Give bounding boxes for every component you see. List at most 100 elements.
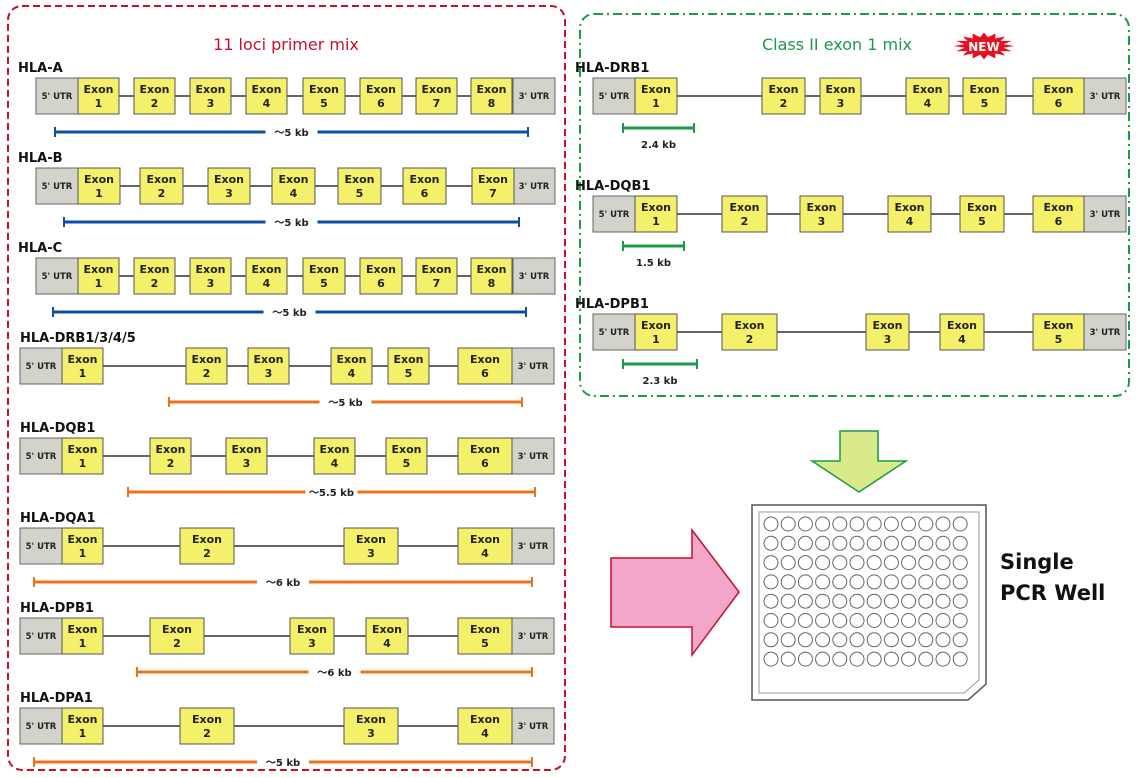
right-3-utr3-label: 3' UTR bbox=[1090, 328, 1121, 338]
left-1-exon-box-6 bbox=[359, 77, 403, 115]
plate-well bbox=[763, 516, 779, 532]
left-6-locus-name: HLA-DQA1 bbox=[20, 511, 96, 526]
right-2-exon-number-2: 2 bbox=[741, 215, 749, 228]
right-3-utr5-box bbox=[592, 313, 636, 351]
left-4-exon-box-5 bbox=[387, 347, 430, 385]
left-5-exon-box-4 bbox=[313, 437, 356, 475]
right-2-exon-box-6 bbox=[1032, 195, 1085, 233]
plate-well bbox=[901, 555, 917, 571]
left-2-exon-label-6: Exon bbox=[410, 173, 440, 186]
plate-well bbox=[901, 651, 917, 667]
right-1-exon-box-1 bbox=[634, 77, 678, 115]
left-2-exon-box-5 bbox=[337, 167, 382, 205]
left-8-exon-number-3: 3 bbox=[367, 727, 375, 740]
left-1-exon-number-2: 2 bbox=[151, 97, 159, 110]
plate-well bbox=[849, 555, 865, 571]
right-3-exon-number-5: 5 bbox=[1055, 333, 1063, 346]
plate-well bbox=[952, 555, 968, 571]
left-4-exon-label-1: Exon bbox=[68, 353, 98, 366]
right-2-exon-number-3: 3 bbox=[818, 215, 826, 228]
left-3-utr3-label: 3' UTR bbox=[519, 272, 550, 282]
plate-well bbox=[763, 555, 779, 571]
left-2-locus-name: HLA-B bbox=[18, 151, 63, 166]
left-8-utr3-box bbox=[511, 707, 555, 745]
right-2-exon-box-3 bbox=[799, 195, 844, 233]
pcr-label-line1: Single bbox=[1000, 550, 1074, 574]
plate-well bbox=[866, 593, 882, 609]
left-2-exon-label-5: Exon bbox=[345, 173, 375, 186]
plate-well bbox=[780, 593, 796, 609]
right-1-amplicon-label: 2.4 kb bbox=[641, 140, 676, 151]
plate-well bbox=[883, 574, 899, 590]
left-1-locus-name: HLA-A bbox=[18, 61, 63, 76]
left-3-exon-box-3 bbox=[189, 257, 232, 295]
right-3-exon-label-5: Exon bbox=[1044, 319, 1074, 332]
left-5-exon-box-2 bbox=[149, 437, 192, 475]
left-6-utr5-label: 5' UTR bbox=[26, 542, 57, 552]
plate-well bbox=[763, 535, 779, 551]
plate-well bbox=[780, 613, 796, 628]
left-3-exon-box-7 bbox=[415, 257, 458, 295]
plate-well bbox=[832, 535, 848, 551]
left-5-exon-number-1: 1 bbox=[79, 457, 87, 470]
left-2-exon-box-3 bbox=[207, 167, 251, 205]
plate-well bbox=[935, 613, 951, 628]
plate-well bbox=[832, 632, 848, 648]
left-8-utr3-label: 3' UTR bbox=[518, 722, 549, 732]
left-1-exon-number-5: 5 bbox=[320, 97, 328, 110]
right-2-exon-label-6: Exon bbox=[1044, 201, 1074, 214]
left-5-utr5-box bbox=[19, 437, 63, 475]
left-7-exon-label-1: Exon bbox=[68, 623, 98, 636]
left-7-exon-label-2: Exon bbox=[162, 623, 192, 636]
left-3-locus-name: HLA-C bbox=[18, 241, 62, 256]
plate-well bbox=[763, 632, 779, 648]
left-6-utr3-label: 3' UTR bbox=[518, 542, 549, 552]
right-2-amplicon-label: 1.5 kb bbox=[636, 258, 671, 269]
right-3-exon-box-2 bbox=[721, 313, 778, 351]
left-7-utr3-label: 3' UTR bbox=[518, 632, 549, 642]
plate-well bbox=[849, 613, 865, 628]
right-1-exon-number-6: 6 bbox=[1055, 97, 1063, 110]
left-4-exon-box-4 bbox=[330, 347, 373, 385]
left-4-exon-number-3: 3 bbox=[265, 367, 273, 380]
left-8-utr5-box bbox=[19, 707, 63, 745]
plate-well bbox=[935, 535, 951, 551]
plate-well bbox=[952, 613, 968, 628]
left-3-utr5-box bbox=[35, 257, 79, 295]
left-1-exon-box-1 bbox=[77, 77, 120, 115]
right-1-exon-label-1: Exon bbox=[641, 83, 671, 96]
right-1-exon-number-4: 4 bbox=[924, 97, 932, 110]
left-7-locus-name: HLA-DPB1 bbox=[20, 601, 94, 616]
plate-well bbox=[797, 651, 813, 667]
plate-well bbox=[883, 555, 899, 571]
left-2-exon-box-2 bbox=[139, 167, 184, 205]
left-3-exon-label-6: Exon bbox=[366, 263, 396, 276]
right-2-exon-label-3: Exon bbox=[807, 201, 837, 214]
right-2-exon-box-2 bbox=[721, 195, 768, 233]
plate-well bbox=[918, 535, 934, 551]
plate-well bbox=[883, 593, 899, 609]
left-2-utr5-box bbox=[35, 167, 79, 205]
left-4-exon-number-4: 4 bbox=[348, 367, 356, 380]
left-3-exon-box-6 bbox=[359, 257, 403, 295]
left-3-exon-label-1: Exon bbox=[84, 263, 114, 276]
plate-well bbox=[901, 593, 917, 609]
left-2-exon-box-7 bbox=[471, 167, 515, 205]
right-2-exon-label-2: Exon bbox=[730, 201, 760, 214]
left-8-locus-name: HLA-DPA1 bbox=[20, 691, 93, 706]
plate-well bbox=[918, 651, 934, 667]
left-3-exon-label-8: Exon bbox=[477, 263, 507, 276]
plate-well bbox=[952, 632, 968, 648]
pcr-plate-icon bbox=[751, 504, 987, 701]
left-1-exon-label-1: Exon bbox=[84, 83, 114, 96]
left-5-exon-label-4: Exon bbox=[320, 443, 350, 456]
right-1-exon-number-1: 1 bbox=[652, 97, 660, 110]
plate-well bbox=[780, 516, 796, 532]
right-3-exon-label-2: Exon bbox=[735, 319, 765, 332]
right-1-utr3-label: 3' UTR bbox=[1090, 92, 1121, 102]
left-7-exon-number-4: 4 bbox=[383, 637, 391, 650]
right-2-locus-name: HLA-DQB1 bbox=[575, 179, 650, 194]
left-8-exon-box-1 bbox=[61, 707, 104, 745]
